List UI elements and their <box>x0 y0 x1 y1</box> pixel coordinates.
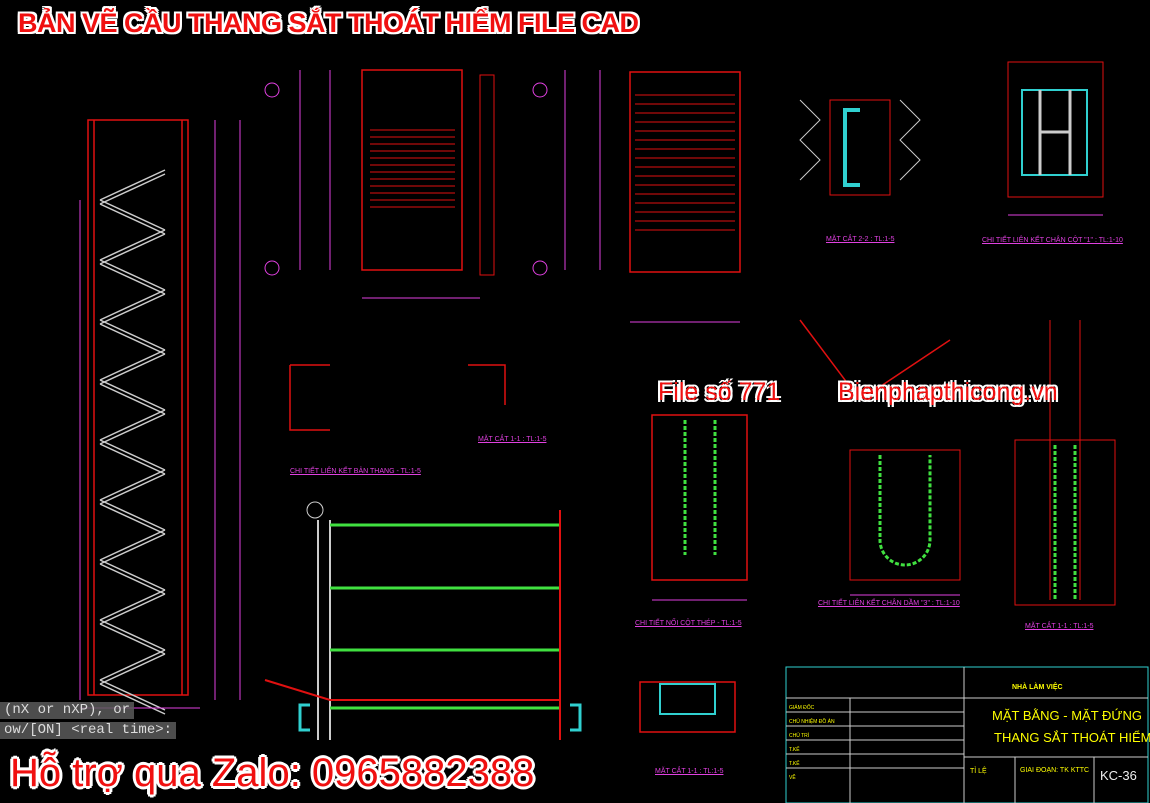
stair-flight <box>99 173 166 205</box>
stair-flight <box>99 589 166 621</box>
stair-flight <box>99 323 166 355</box>
label-section-1-1-a: MẶT CẮT 1-1 : TL:1-5 <box>478 436 547 443</box>
title-block-sheet: KC-36 <box>1100 768 1137 783</box>
stair-flight <box>99 259 166 291</box>
stair-flight <box>99 439 166 471</box>
title-block-project: NHÀ LÀM VIỆC <box>1012 684 1063 691</box>
label-section-1-1-b: MẶT CẮT 1-1 : TL:1-5 <box>1025 623 1094 630</box>
label-column-base-detail: CHI TIẾT LIÊN KẾT CHÂN CỘT "1" : TL:1-10 <box>982 237 1123 244</box>
column-base-detail <box>1007 61 1104 216</box>
role: GIÁM ĐỐC <box>789 705 815 711</box>
overlay-title: BẢN VẼ CẦU THANG SẮT THOÁT HIỂM FILE CAD <box>18 8 639 38</box>
stair-flight <box>99 409 166 441</box>
command-line-prompt[interactable]: ow/[ON] <real time>: <box>0 722 177 739</box>
overlay-website: Bienphapthicong.vn <box>838 378 1058 406</box>
stair-flight <box>99 379 166 411</box>
title-block-drawing-title-1: MẶT BẰNG - MẶT ĐỨNG <box>992 708 1143 723</box>
beam-base-detail <box>799 319 961 596</box>
section-2-2-detail <box>799 99 921 196</box>
stair-flight <box>99 653 166 685</box>
stair-flight <box>99 263 166 295</box>
title-block-roles: GIÁM ĐỐC CHỦ NHIỆM ĐỒ ÁN CHỦ TRÌ T.KẾ T.… <box>789 701 835 785</box>
stair-flight <box>99 563 166 595</box>
stair-flight <box>99 679 166 711</box>
stair-flight <box>99 289 166 321</box>
stair-flight <box>99 293 166 325</box>
stair-flight <box>99 473 166 505</box>
stair-flight <box>99 559 166 591</box>
stair-flight <box>99 529 166 561</box>
title-block-scale: TỈ LỆ <box>970 768 987 775</box>
stair-elevation <box>79 119 241 715</box>
section-1-1-small <box>639 681 736 733</box>
role: CHỦ TRÌ <box>789 733 810 739</box>
stair-flight <box>99 499 166 531</box>
stair-flight <box>99 503 166 535</box>
role: VẼ <box>789 775 796 781</box>
label-beam-base-detail: CHI TIẾT LIÊN KẾT CHÂN DẦM "3" : TL:1-10 <box>818 600 960 607</box>
stair-flight <box>99 533 166 565</box>
stair-flight-detail <box>289 364 506 431</box>
title-block-stage: GIAI ĐOẠN: TK KTTC <box>1020 767 1090 774</box>
railing-detail <box>264 501 582 740</box>
title-block-drawing-title-2: THANG SẮT THOÁT HIỂM <box>994 730 1150 745</box>
stair-flight <box>99 199 166 231</box>
label-column-splice-detail: CHI TIẾT NỐI CỘT THÉP - TL:1-5 <box>635 620 742 627</box>
stair-flight <box>99 683 166 715</box>
column-splice-detail <box>651 414 748 601</box>
stair-plan-1 <box>264 69 495 299</box>
stair-flight <box>99 233 166 265</box>
overlay-support-contact: Hỗ trợ qua Zalo: 0965882388 <box>10 751 535 795</box>
stair-flight <box>99 593 166 625</box>
command-line-history-1: (nX or nXP), or <box>0 702 135 719</box>
stair-flight <box>99 349 166 381</box>
stair-flight <box>99 383 166 415</box>
role: T.KẾ <box>789 761 800 767</box>
stair-frame <box>87 119 189 696</box>
title-block <box>785 666 1149 803</box>
stair-flight <box>99 619 166 651</box>
stair-flight <box>99 319 166 351</box>
stair-flight <box>99 413 166 445</box>
stair-flight <box>99 203 166 235</box>
label-section-2-2: MẶT CẮT 2-2 : TL:1-5 <box>826 236 895 243</box>
label-stair-flight-detail: CHI TIẾT LIÊN KẾT BẢN THANG - TL:1-5 <box>290 468 421 475</box>
section-1-1-detail <box>1014 320 1116 606</box>
stair-flight <box>99 169 166 201</box>
role: CHỦ NHIỆM ĐỒ ÁN <box>789 719 835 725</box>
label-section-1-1-c: MẶT CẮT 1-1 : TL:1-5 <box>655 768 724 775</box>
stair-flight <box>99 229 166 261</box>
stair-flight <box>99 623 166 655</box>
stair-flight <box>99 443 166 475</box>
role: T.KẾ <box>789 747 800 753</box>
overlay-file-number: File số 771 <box>658 378 781 406</box>
stair-plan-2 <box>532 70 741 323</box>
stair-flight <box>99 353 166 385</box>
stair-flight <box>99 649 166 681</box>
stair-flight <box>99 469 166 501</box>
